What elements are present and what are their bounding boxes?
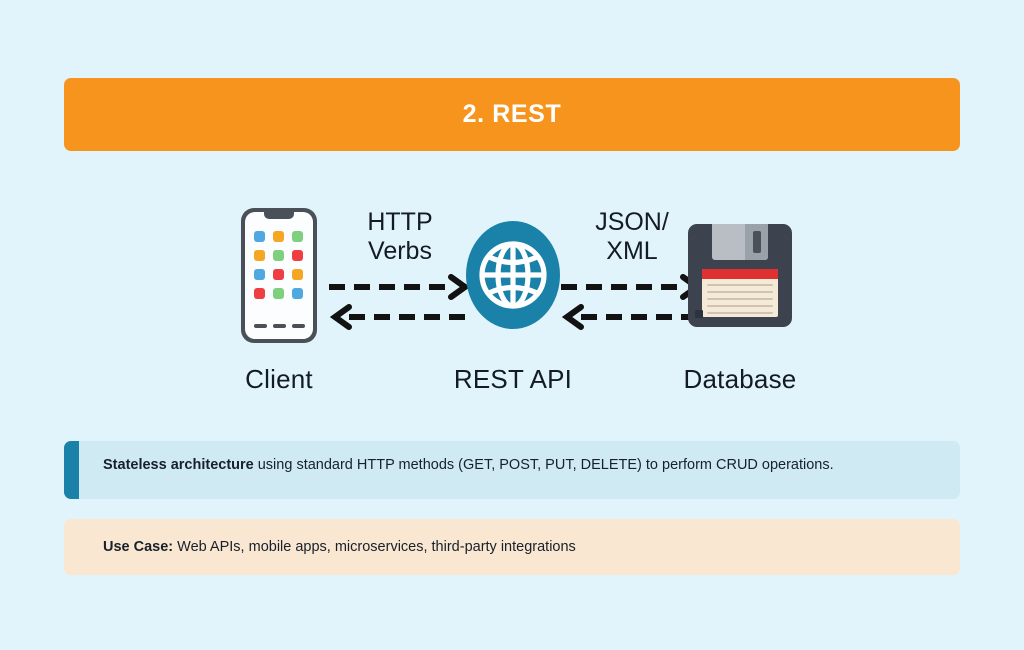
phone-notch	[264, 211, 294, 219]
dashed-arrow-pair-icon	[329, 274, 471, 330]
floppy-shutter	[712, 223, 768, 260]
floppy-shutter-metal	[745, 223, 768, 260]
phone-dock-indicator	[245, 323, 313, 328]
smartphone-icon	[241, 207, 317, 343]
dashed-arrow-right-icon	[329, 274, 471, 300]
header-banner: 2. REST	[64, 78, 960, 151]
client-label-slot: Client	[215, 364, 343, 395]
node-label-rest-api: REST API	[453, 364, 573, 394]
app-icon	[292, 230, 303, 242]
floppy-label-line	[707, 304, 773, 307]
floppy-label-line	[707, 311, 773, 314]
phone-app-grid	[254, 230, 304, 299]
connector-arrows-http	[325, 274, 475, 337]
app-icon	[273, 230, 284, 242]
connector-caption-line2: XML	[606, 237, 658, 265]
connector-caption-line1: JSON/	[595, 208, 669, 236]
app-icon	[292, 287, 303, 299]
database-label-slot: Database	[672, 364, 808, 395]
connector-caption-http: HTTP Verbs	[325, 208, 475, 266]
info-bar-use-case: Use Case: Web APIs, mobile apps, microse…	[64, 519, 960, 575]
app-icon	[254, 268, 265, 280]
floppy-label-header	[702, 268, 778, 279]
connector-caption-line1: HTTP	[367, 208, 433, 236]
app-icon	[254, 249, 265, 261]
connector-client-to-api: HTTP Verbs	[325, 208, 475, 337]
info-bar-text: Stateless architecture using standard HT…	[79, 441, 960, 499]
globe-icon-wrap	[465, 220, 561, 330]
app-icon	[254, 287, 265, 299]
app-icon	[254, 230, 265, 242]
rest-api-label-slot: REST API	[448, 364, 578, 395]
floppy-label-lines	[702, 279, 778, 314]
floppy-disk-icon	[688, 223, 792, 327]
info-bar-accent	[64, 441, 79, 499]
dashed-arrow-pair-icon	[561, 274, 703, 330]
floppy-shutter-slot	[753, 230, 761, 253]
diagram-node-client: Client	[215, 200, 343, 395]
node-label-client: Client	[245, 364, 313, 394]
info-bar-body: Web APIs, mobile apps, microservices, th…	[173, 538, 576, 555]
globe-icon	[466, 221, 560, 329]
connector-api-to-database: JSON/ XML	[557, 208, 707, 337]
dashed-arrow-left-icon	[329, 304, 471, 330]
client-icon-slot	[215, 200, 343, 350]
page-title: 2. REST	[462, 100, 562, 128]
diagram-node-rest-api: REST API	[448, 200, 578, 395]
dock-bar	[253, 323, 267, 328]
app-icon	[273, 268, 284, 280]
info-bar-text: Use Case: Web APIs, mobile apps, microse…	[79, 536, 960, 558]
floppy-label-line	[707, 290, 773, 293]
dock-bar	[291, 323, 305, 328]
info-bar-body: using standard HTTP methods (GET, POST, …	[253, 457, 834, 473]
app-icon	[292, 249, 303, 261]
floppy-label	[702, 268, 778, 317]
info-bar-lead: Stateless architecture	[103, 457, 254, 473]
diagram-node-database: Database	[672, 200, 808, 395]
dashed-arrow-left-icon	[561, 304, 703, 330]
connector-caption-json: JSON/ XML	[557, 208, 707, 266]
app-icon	[273, 249, 284, 261]
flow-diagram: Client HTTP Verbs	[0, 200, 1024, 415]
database-icon-slot	[672, 200, 808, 350]
floppy-label-line	[707, 297, 773, 300]
floppy-write-protect-notch	[695, 309, 703, 318]
floppy-label-line	[707, 283, 773, 286]
app-icon	[273, 287, 284, 299]
node-label-database: Database	[683, 364, 797, 394]
dock-bar	[272, 323, 286, 328]
app-icon	[292, 268, 303, 280]
info-bar-lead: Use Case:	[103, 538, 174, 555]
rest-api-icon-slot	[448, 200, 578, 350]
connector-arrows-json	[557, 274, 707, 337]
connector-caption-line2: Verbs	[368, 237, 432, 265]
info-bar-stateless: Stateless architecture using standard HT…	[64, 441, 960, 499]
phone-screen	[245, 211, 313, 339]
